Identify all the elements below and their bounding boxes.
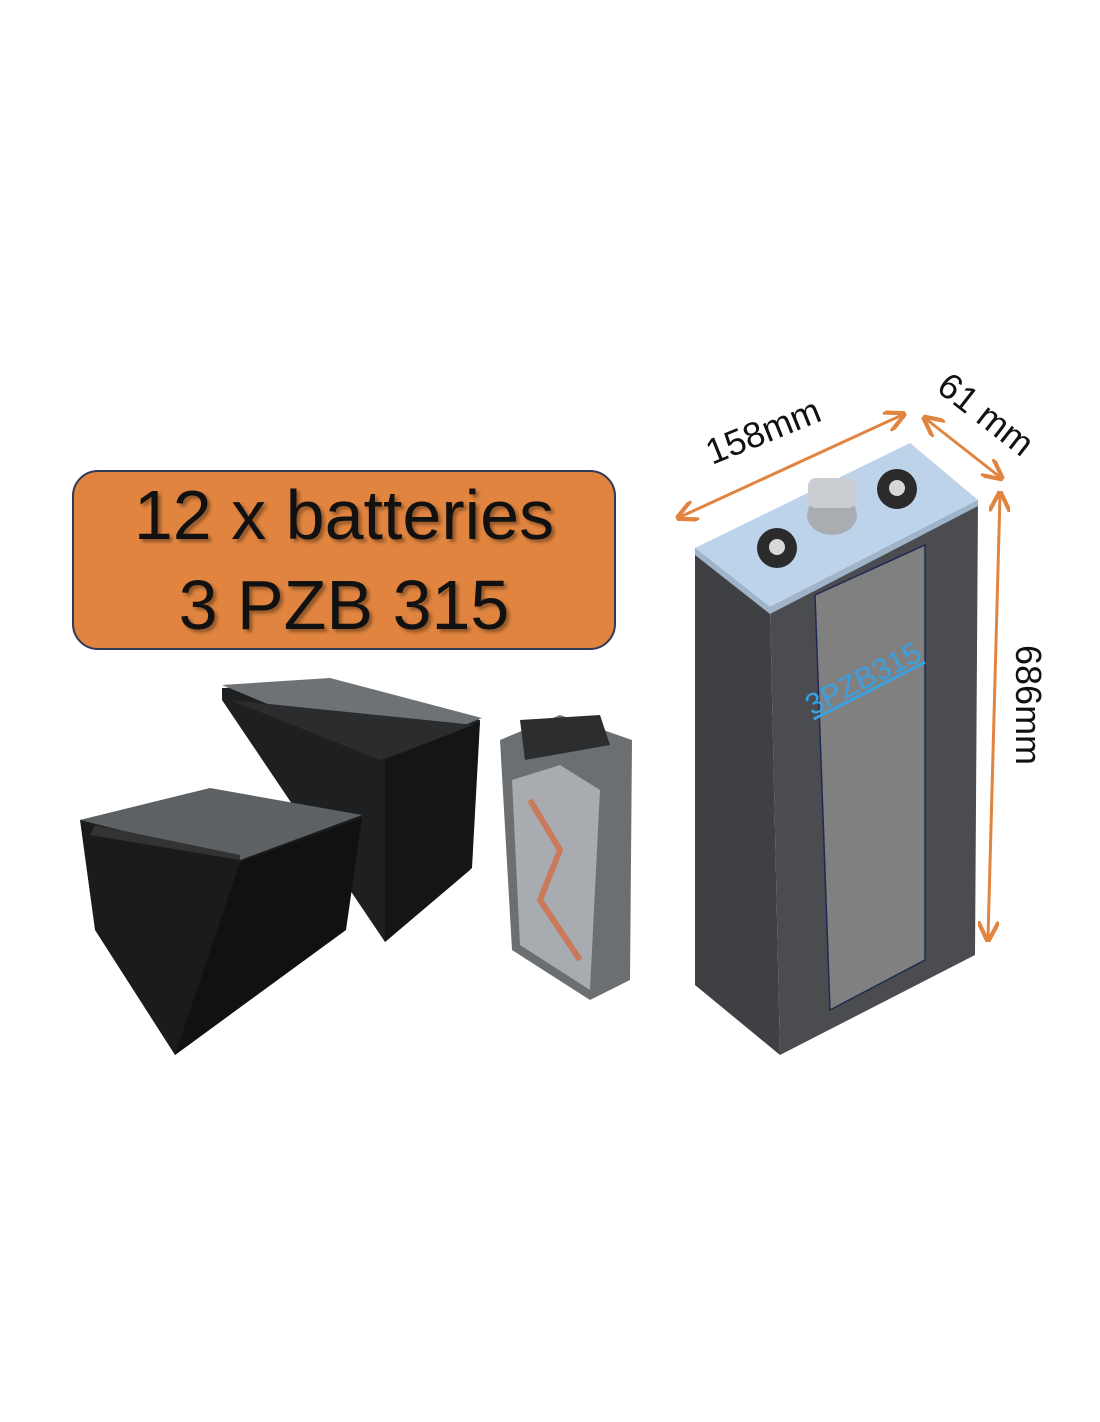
height-label: 686mm [1008, 645, 1049, 765]
battery-cell [695, 443, 978, 1055]
depth-arrow [926, 419, 1000, 477]
title-line-2: 3 PZB 315 [178, 566, 510, 644]
title-line-1: 12 x batteries [133, 476, 555, 554]
forklift-battery-front [80, 788, 362, 1055]
height-arrow [988, 495, 1000, 938]
width-arrow [680, 415, 902, 517]
cutaway-cell [500, 715, 632, 1000]
label-panel [814, 543, 926, 1012]
forklift-battery-back [222, 678, 482, 942]
depth-label: 61 mm [930, 364, 1042, 464]
title-box: 12 x batteries 3 PZB 315 [72, 470, 616, 650]
